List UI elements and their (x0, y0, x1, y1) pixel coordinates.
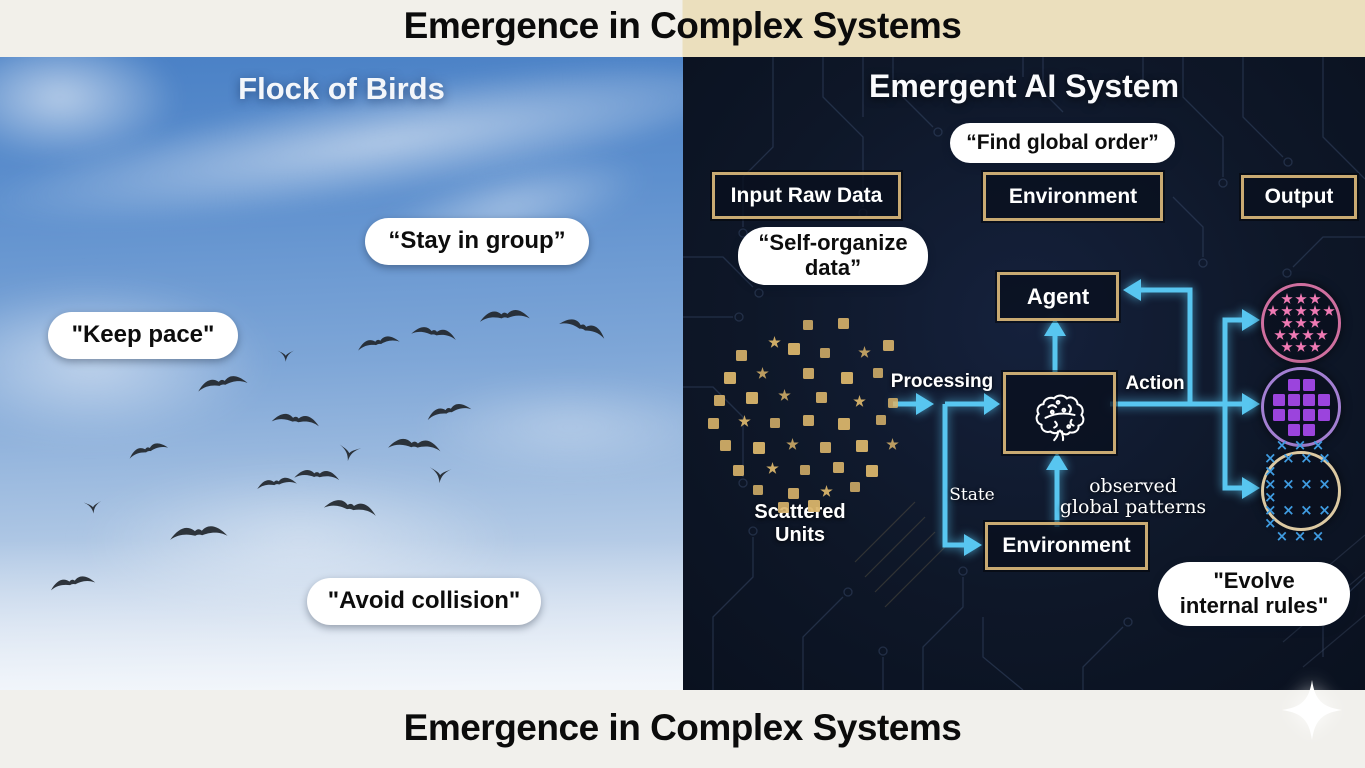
rule-bubble-avoid-collision: "Avoid collision" (307, 578, 541, 625)
unit-square (820, 442, 831, 453)
unit-square (850, 482, 860, 492)
unit-star (768, 336, 781, 348)
unit-square (724, 372, 736, 384)
label-action: Action (1125, 373, 1185, 394)
box-environment-top: Environment (983, 172, 1163, 221)
unit-star (786, 438, 799, 450)
left-panel-title: Flock of Birds (238, 71, 445, 106)
box-agent: Agent (997, 272, 1119, 321)
box-label: Input Raw Data (730, 183, 883, 207)
box-label: Environment (1002, 534, 1131, 557)
goal-bubble-find-global-order: “Find global order” (950, 123, 1175, 163)
unit-square (838, 318, 849, 329)
unit-star (756, 367, 769, 379)
unit-square (856, 440, 868, 452)
goal-bubble-self-organize: “Self-organize data” (738, 227, 928, 285)
unit-star (886, 438, 899, 450)
bubble-text: "Keep pace" (71, 321, 215, 349)
output-circle-crosses-pattern: × × ×× × × × ×× × × × ×× × × × ×× × × (1261, 438, 1341, 544)
arrow-to-output-3 (1222, 404, 1244, 491)
arrow-state-to-environment (942, 404, 966, 548)
flow-arrows (893, 279, 1260, 556)
output-circle-stars-pattern (1261, 283, 1341, 363)
flock-of-birds-panel: Flock of Birds “Stay in group” "Keep pac… (0, 57, 683, 690)
unit-star (766, 462, 779, 474)
output-circle-squares-pattern (1261, 367, 1341, 447)
bubble-text: “Self-organize data” (758, 230, 908, 280)
unit-square (708, 418, 719, 429)
bubble-text: "Avoid collision" (327, 587, 521, 615)
unit-square (714, 395, 725, 406)
unit-square (800, 465, 810, 475)
unit-square (883, 340, 894, 351)
unit-square (753, 485, 763, 495)
box-label: Environment (1008, 184, 1138, 208)
unit-star (853, 395, 866, 407)
goal-bubble-evolve-internal-rules: "Evolve internal rules" (1158, 562, 1350, 626)
bubble-text: "Evolve internal rules" (1179, 568, 1329, 618)
bubble-text: “Stay in group” (388, 227, 566, 255)
page-title: Emergence in Complex Systems (403, 5, 962, 46)
box-label: Output (1264, 185, 1334, 208)
unit-square (788, 488, 799, 499)
unit-square (803, 320, 813, 330)
unit-square (753, 442, 765, 454)
arrow-to-output-1 (1222, 317, 1244, 404)
box-output: Output (1241, 175, 1357, 219)
unit-square (803, 415, 814, 426)
bubble-text: “Find global order” (966, 131, 1159, 155)
unit-square (720, 440, 731, 451)
unit-square (873, 368, 883, 378)
unit-square (816, 392, 827, 403)
label-processing: Processing (890, 371, 994, 392)
brain-icon (1035, 394, 1084, 442)
unit-square (838, 418, 850, 430)
box-label: Agent (1026, 283, 1090, 309)
rule-bubble-keep-pace: "Keep pace" (48, 312, 238, 359)
sparkle-icon (1282, 680, 1342, 740)
unit-star (778, 389, 791, 401)
arrow-action-to-agent (1139, 287, 1193, 404)
right-panel-title: Emergent AI System (868, 68, 1180, 104)
unit-square (770, 418, 780, 428)
unit-square (841, 372, 853, 384)
unit-square (736, 350, 747, 361)
unit-square (733, 465, 744, 476)
unit-square (803, 368, 814, 379)
box-brain (1003, 372, 1116, 454)
unit-square (788, 343, 800, 355)
header-banner: Emergence in Complex Systems (0, 0, 1365, 57)
unit-square (833, 462, 844, 473)
box-environment-bottom: Environment (985, 522, 1148, 570)
emergent-ai-system-panel: Emergent AI System “Find global order” I… (683, 57, 1365, 690)
gold-hatch-lines (854, 501, 946, 608)
box-input-raw-data: Input Raw Data (712, 172, 901, 219)
rule-bubble-stay-in-group: “Stay in group” (365, 218, 589, 265)
unit-square (820, 348, 830, 358)
unit-square (876, 415, 886, 425)
label-observed-global-patterns: observed global patterns (1059, 475, 1207, 518)
unit-square (866, 465, 878, 477)
unit-star (858, 346, 871, 358)
unit-star (738, 415, 751, 427)
unit-star (820, 485, 833, 497)
unit-square (746, 392, 758, 404)
unit-square (778, 502, 789, 513)
unit-square (888, 398, 898, 408)
label-state: State (949, 485, 995, 505)
footer-banner: Emergence in Complex Systems (0, 690, 1365, 768)
unit-square (808, 500, 820, 512)
footer-title: Emergence in Complex Systems (403, 707, 962, 748)
scattered-units-cluster (708, 310, 903, 513)
label-scattered-units: Scattered Units (754, 501, 846, 546)
